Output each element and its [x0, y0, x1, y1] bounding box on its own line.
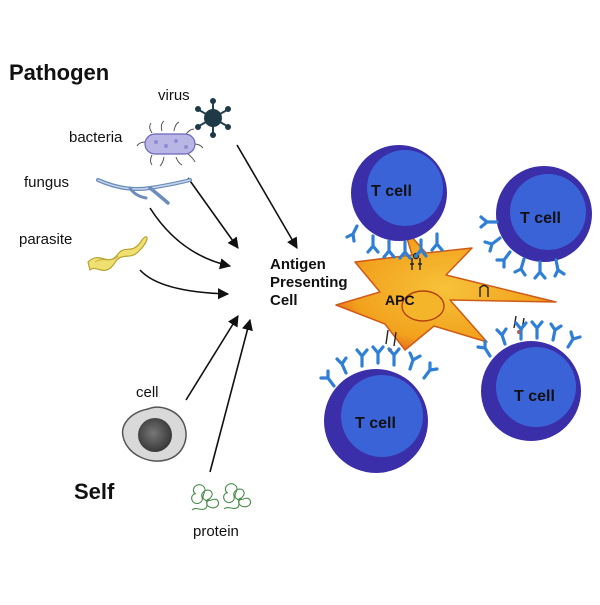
- cell-icon: [121, 406, 187, 462]
- tcell-label-top-left: T cell: [371, 183, 412, 200]
- tcell-receptors: [319, 215, 582, 388]
- fungus-icon: [96, 178, 192, 205]
- arrow-parasite: [139, 269, 230, 300]
- apc-abbrev: APC: [385, 292, 415, 308]
- arrow-fungus: [149, 207, 232, 270]
- arrow-cell: [185, 315, 239, 401]
- apc-label-line2: Presenting: [270, 274, 348, 291]
- tcell-label-bottom-right: T cell: [514, 388, 555, 405]
- arrow-protein: [209, 318, 253, 473]
- self-heading: Self: [74, 479, 115, 504]
- arrow-virus: [236, 144, 298, 249]
- parasite-icon: [87, 236, 148, 272]
- tcell-label-bottom-left: T cell: [355, 415, 396, 432]
- arrow-bacteria: [187, 177, 239, 249]
- tcell-top-right: [496, 166, 592, 262]
- pathogen-heading: Pathogen: [9, 60, 110, 85]
- tcell-label-top-right: T cell: [520, 210, 561, 227]
- tcell-bottom-left: [324, 369, 428, 473]
- cell-label: cell: [136, 384, 159, 401]
- virus-label: virus: [158, 87, 190, 104]
- virus-icon: [195, 98, 231, 138]
- mhc-molecules: [385, 252, 525, 352]
- tcell-bottom-right: [481, 341, 581, 441]
- bacteria-label: bacteria: [69, 129, 123, 146]
- fungus-label: fungus: [24, 174, 70, 191]
- protein-label: protein: [193, 523, 239, 540]
- bacteria-icon: [136, 120, 204, 167]
- tcell-top-left: [351, 145, 447, 241]
- apc-label-line1: Antigen: [270, 256, 326, 273]
- arrows: [139, 144, 298, 473]
- apc-label-line3: Cell: [270, 292, 298, 309]
- protein-icon: [191, 483, 252, 511]
- parasite-label: parasite: [19, 231, 73, 248]
